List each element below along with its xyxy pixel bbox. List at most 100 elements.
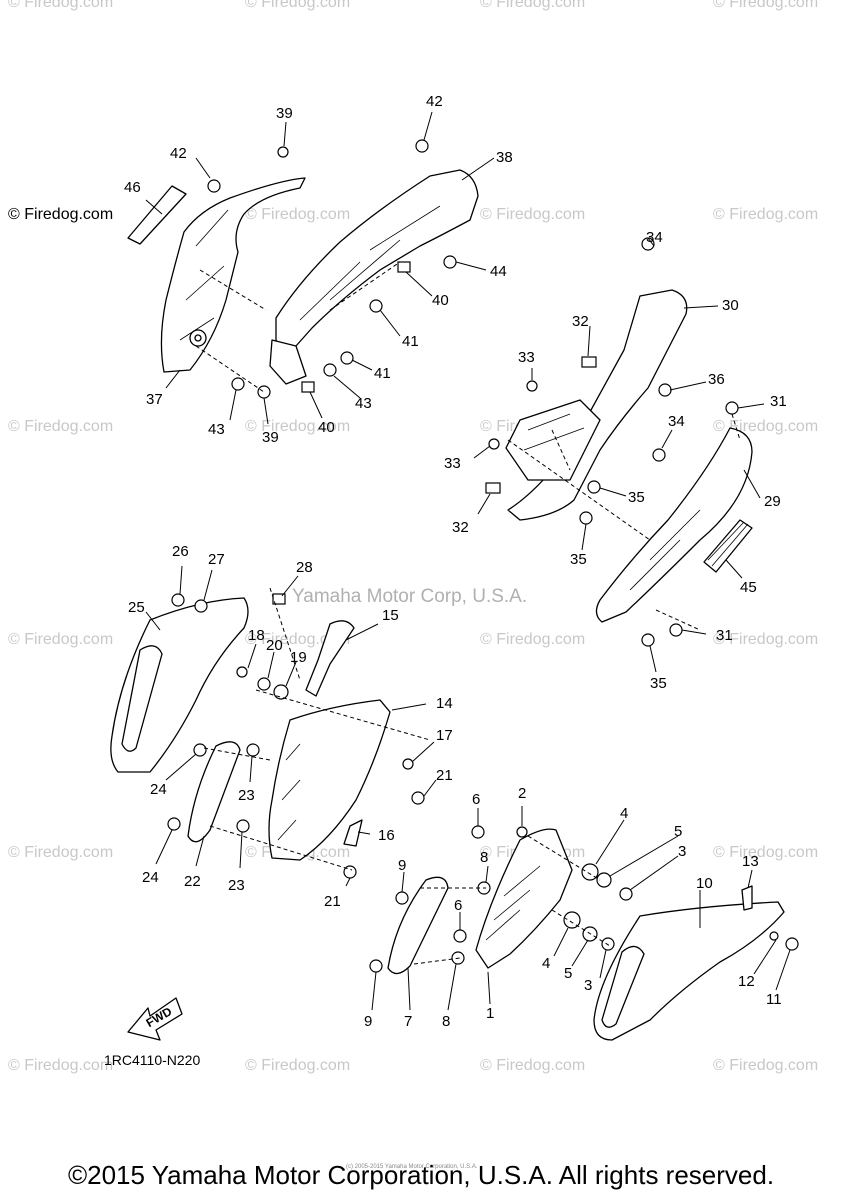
watermark-site: © Firedog.com	[480, 206, 585, 223]
bolt-icon	[471, 825, 485, 839]
hatch-lines	[485, 865, 541, 941]
callout-37: 37	[146, 391, 163, 408]
watermark-site: © Firedog.com	[713, 0, 818, 11]
bolt-icon	[415, 139, 429, 153]
watermark-site: © Firedog.com	[713, 844, 818, 861]
watermark-site: © Firedog.com	[713, 206, 818, 223]
part-group-middle-left	[110, 597, 391, 861]
callout-39: 39	[262, 429, 279, 446]
callout-10: 10	[696, 875, 713, 892]
hatch-lines	[277, 743, 301, 841]
callout-33: 33	[444, 455, 461, 472]
watermark-site: © Firedog.com	[245, 418, 350, 435]
callout-layer: 46 42 39 42 38 44 40 41 41 37 43 43 39 4…	[124, 93, 787, 1030]
hatch-lines	[179, 209, 229, 341]
part-bracket-15	[305, 620, 355, 697]
grommet-icon	[273, 684, 289, 700]
callout-15: 15	[382, 607, 399, 624]
bolt-icon	[579, 511, 593, 525]
grommet-icon	[257, 677, 271, 691]
callout-40: 40	[432, 292, 449, 309]
callout-17: 17	[436, 727, 453, 744]
callout-5: 5	[674, 823, 682, 840]
callout-22: 22	[184, 873, 201, 890]
bolt-icon	[236, 666, 248, 678]
callout-24: 24	[150, 781, 167, 798]
nut-icon	[301, 381, 315, 393]
watermark-site: © Firedog.com	[245, 1057, 350, 1074]
callout-41: 41	[374, 365, 391, 382]
bolt-icon	[167, 817, 181, 831]
bolt-icon	[369, 959, 383, 973]
callout-36: 36	[708, 371, 725, 388]
callout-43: 43	[355, 395, 372, 412]
callout-32: 32	[452, 519, 469, 536]
callout-2: 2	[518, 785, 526, 802]
watermark-site: © Firedog.com	[713, 1057, 818, 1074]
callout-38: 38	[496, 149, 513, 166]
hatch-lines	[629, 509, 701, 591]
callout-42: 42	[170, 145, 187, 162]
watermark-site: © Firedog.com	[8, 418, 113, 435]
part-side-cover-25	[110, 597, 249, 773]
fwd-arrow-icon: FWD	[127, 997, 183, 1041]
bolt-icon	[277, 146, 289, 158]
part-side-cover-10-window	[601, 945, 645, 1028]
bolt-icon	[516, 826, 528, 838]
bolt-icon	[587, 480, 601, 494]
bolt-icon	[171, 593, 185, 607]
callout-46: 46	[124, 179, 141, 196]
bolt-icon	[453, 929, 467, 943]
callout-9: 9	[364, 1013, 372, 1030]
callout-5: 5	[564, 965, 572, 982]
part-clip-13	[741, 885, 753, 911]
watermark-site: © Firedog.com	[713, 631, 818, 648]
bolt-icon	[725, 401, 739, 415]
callout-39: 39	[276, 105, 293, 122]
part-cover-7	[387, 876, 449, 975]
part-clip-16	[343, 819, 363, 847]
part-decal-46	[127, 185, 187, 245]
bolt-icon	[257, 385, 271, 399]
part-cover-22	[187, 741, 241, 843]
part-grommet-hole	[194, 334, 202, 342]
callout-34: 34	[668, 413, 685, 430]
callout-7: 7	[404, 1013, 412, 1030]
part-group-upper-left	[127, 169, 479, 385]
callout-3: 3	[678, 843, 686, 860]
part-inner-plate	[505, 399, 601, 481]
callout-11: 11	[766, 991, 782, 1008]
watermark-site: © Firedog.com	[8, 844, 113, 861]
bolt-icon	[411, 791, 425, 805]
footer-fine-print: (c) 2005-2015 Yamaha Motor Corporation, …	[346, 1164, 478, 1170]
callout-29: 29	[764, 493, 781, 510]
part-panel-14	[268, 699, 391, 861]
callout-9: 9	[398, 857, 406, 874]
callout-34: 34	[646, 229, 663, 246]
nut-icon	[581, 356, 597, 368]
hatch-lines	[523, 413, 585, 451]
callout-6: 6	[454, 897, 462, 914]
callout-21: 21	[436, 767, 453, 784]
bolt-icon	[652, 448, 666, 462]
bolt-icon	[402, 758, 414, 770]
part-side-cover-37	[160, 177, 306, 373]
callout-4: 4	[542, 955, 550, 972]
callout-20: 20	[266, 637, 283, 654]
bolt-icon	[601, 937, 615, 951]
callout-31: 31	[770, 393, 787, 410]
grommet-icon	[526, 380, 538, 392]
callout-8: 8	[442, 1013, 450, 1030]
grommet-icon	[194, 599, 208, 613]
callout-44: 44	[490, 263, 507, 280]
part-side-cover-25-window	[121, 645, 163, 752]
bolt-icon	[323, 363, 337, 377]
watermark-site: © Firedog.com	[480, 1057, 585, 1074]
leader-lines	[145, 111, 791, 1011]
callout-35: 35	[570, 551, 587, 568]
callout-27: 27	[208, 551, 225, 568]
callout-6: 6	[472, 791, 480, 808]
nut-icon	[397, 261, 411, 273]
callout-25: 25	[128, 599, 145, 616]
